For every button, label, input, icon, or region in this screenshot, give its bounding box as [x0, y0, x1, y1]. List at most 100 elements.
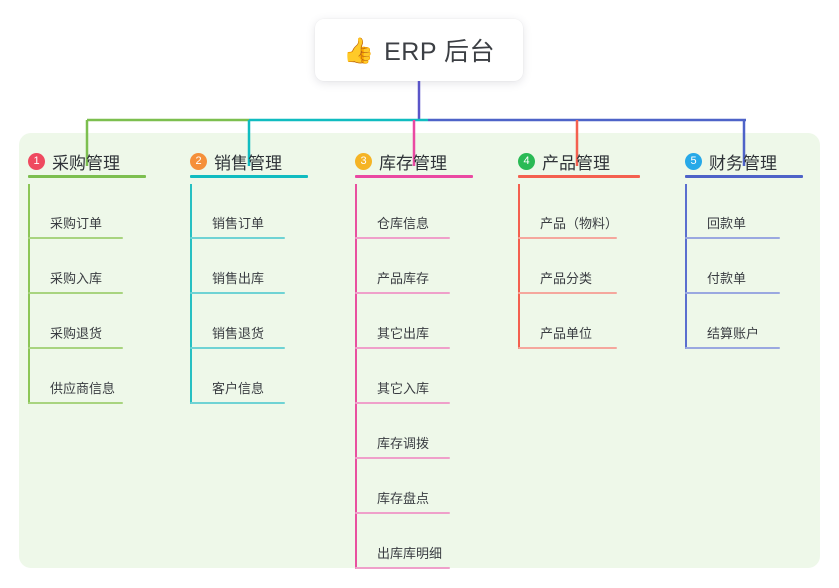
list-item[interactable]: 结算账户	[685, 294, 803, 349]
list-item[interactable]: 采购订单	[28, 184, 146, 239]
list-item-underline	[190, 237, 285, 239]
list-item[interactable]: 其它出库	[355, 294, 473, 349]
list-item-label: 产品（物料）	[540, 216, 619, 231]
list-item-underline	[355, 237, 450, 239]
column-spine	[355, 184, 357, 569]
list-item-underline	[190, 402, 285, 404]
list-item-label: 库存调拨	[377, 436, 430, 451]
list-item-label: 客户信息	[212, 381, 265, 396]
list-item-label: 出库库明细	[377, 546, 443, 561]
column-items: 仓库信息产品库存其它出库其它入库库存调拨库存盘点出库库明细	[355, 184, 473, 569]
list-item[interactable]: 出库库明细	[355, 514, 473, 569]
column-items: 采购订单采购入库采购退货供应商信息	[28, 184, 146, 404]
column-underline	[518, 175, 640, 178]
list-item-label: 结算账户	[707, 326, 760, 341]
list-item[interactable]: 销售订单	[190, 184, 308, 239]
column-header-1[interactable]: 1 采购管理	[28, 144, 146, 178]
list-item[interactable]: 付款单	[685, 239, 803, 294]
column-items: 销售订单销售出库销售退货客户信息	[190, 184, 308, 404]
column-badge-icon: 5	[685, 152, 702, 170]
column-badge-icon: 2	[190, 152, 207, 170]
list-item-underline	[518, 292, 617, 294]
list-item-underline	[28, 292, 123, 294]
column-title: 产品管理	[542, 153, 610, 173]
list-item[interactable]: 销售出库	[190, 239, 308, 294]
list-item-label: 仓库信息	[377, 216, 430, 231]
list-item-underline	[355, 457, 450, 459]
list-item-underline	[685, 292, 780, 294]
list-item-label: 产品单位	[540, 326, 593, 341]
column-underline	[355, 175, 473, 178]
list-item-label: 产品分类	[540, 271, 593, 286]
list-item-underline	[190, 347, 285, 349]
page-title: ERP 后台	[384, 38, 496, 66]
list-item[interactable]: 采购入库	[28, 239, 146, 294]
root-title-card[interactable]: 👍 ERP 后台	[315, 19, 523, 81]
list-item-underline	[685, 347, 780, 349]
list-item[interactable]: 库存调拨	[355, 404, 473, 459]
list-item-label: 其它出库	[377, 326, 430, 341]
list-item[interactable]: 产品库存	[355, 239, 473, 294]
column-1: 1 采购管理采购订单采购入库采购退货供应商信息	[28, 144, 146, 404]
list-item-underline	[355, 512, 450, 514]
column-spine	[190, 184, 192, 404]
column-3: 3 库存管理仓库信息产品库存其它出库其它入库库存调拨库存盘点出库库明细	[355, 144, 473, 569]
column-badge-icon: 3	[355, 152, 372, 170]
list-item-underline	[355, 292, 450, 294]
column-underline	[28, 175, 146, 178]
list-item-label: 销售出库	[212, 271, 265, 286]
column-title: 财务管理	[709, 153, 777, 173]
column-spine	[685, 184, 687, 349]
list-item[interactable]: 供应商信息	[28, 349, 146, 404]
column-title: 采购管理	[52, 153, 120, 173]
list-item-label: 其它入库	[377, 381, 430, 396]
list-item-underline	[190, 292, 285, 294]
column-underline	[685, 175, 803, 178]
column-underline	[190, 175, 308, 178]
column-2: 2 销售管理销售订单销售出库销售退货客户信息	[190, 144, 308, 404]
list-item[interactable]: 其它入库	[355, 349, 473, 404]
column-header-5[interactable]: 5 财务管理	[685, 144, 803, 178]
column-spine	[28, 184, 30, 404]
column-items: 回款单付款单结算账户	[685, 184, 803, 349]
list-item-label: 库存盘点	[377, 491, 430, 506]
list-item[interactable]: 产品单位	[518, 294, 640, 349]
list-item-underline	[28, 402, 123, 404]
list-item-label: 产品库存	[377, 271, 430, 286]
list-item[interactable]: 产品分类	[518, 239, 640, 294]
list-item[interactable]: 客户信息	[190, 349, 308, 404]
list-item[interactable]: 销售退货	[190, 294, 308, 349]
list-item-label: 采购入库	[50, 271, 103, 286]
list-item-label: 采购订单	[50, 216, 103, 231]
list-item-underline	[355, 567, 450, 569]
list-item-underline	[685, 237, 780, 239]
column-5: 5 财务管理回款单付款单结算账户	[685, 144, 803, 349]
list-item[interactable]: 采购退货	[28, 294, 146, 349]
list-item-label: 回款单	[707, 216, 747, 231]
list-item[interactable]: 库存盘点	[355, 459, 473, 514]
list-item-underline	[28, 347, 123, 349]
list-item[interactable]: 回款单	[685, 184, 803, 239]
list-item-label: 供应商信息	[50, 381, 116, 396]
column-title: 销售管理	[214, 153, 282, 173]
list-item-label: 销售订单	[212, 216, 265, 231]
list-item[interactable]: 产品（物料）	[518, 184, 640, 239]
column-header-2[interactable]: 2 销售管理	[190, 144, 308, 178]
list-item-label: 付款单	[707, 271, 747, 286]
list-item-underline	[355, 347, 450, 349]
list-item-underline	[518, 347, 617, 349]
thumbs-up-icon: 👍	[342, 35, 375, 65]
list-item-label: 采购退货	[50, 326, 103, 341]
list-item[interactable]: 仓库信息	[355, 184, 473, 239]
column-header-3[interactable]: 3 库存管理	[355, 144, 473, 178]
column-items: 产品（物料） 产品分类产品单位	[518, 184, 640, 349]
column-badge-icon: 1	[28, 152, 45, 170]
list-item-underline	[28, 237, 123, 239]
column-title: 库存管理	[379, 153, 447, 173]
list-item-underline	[355, 402, 450, 404]
column-4: 4 产品管理产品（物料） 产品分类产品单位	[518, 144, 640, 349]
list-item-label: 销售退货	[212, 326, 265, 341]
column-header-4[interactable]: 4 产品管理	[518, 144, 640, 178]
column-badge-icon: 4	[518, 152, 535, 170]
